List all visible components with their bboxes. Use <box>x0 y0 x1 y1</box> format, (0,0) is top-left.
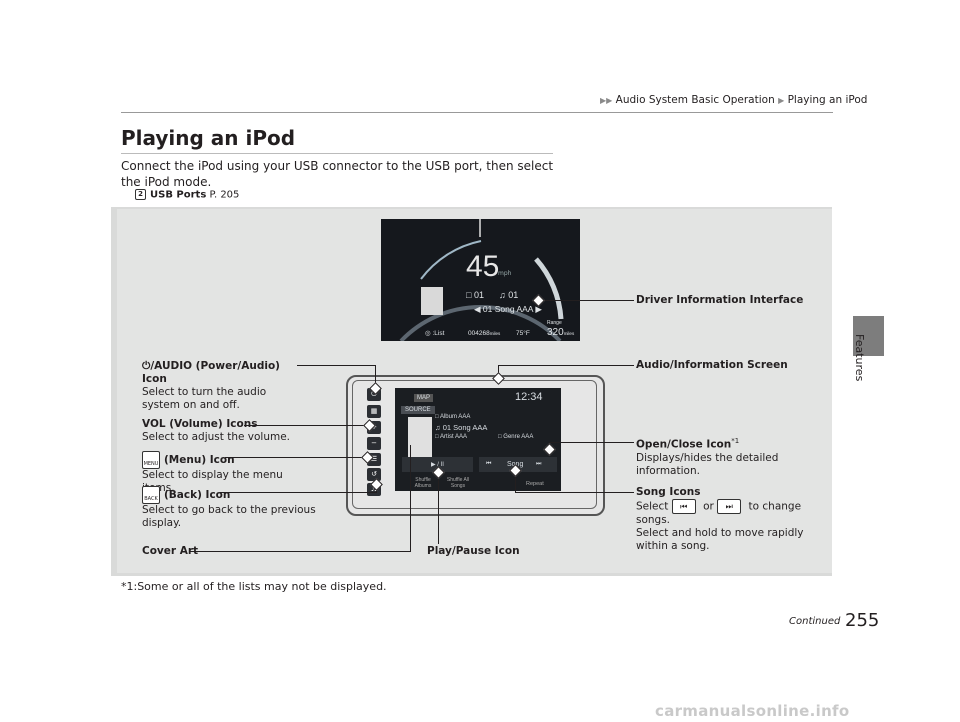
cross-reference[interactable]: 2 USB Ports P. 205 <box>135 189 239 201</box>
xref-label: USB Ports <box>150 189 207 201</box>
dii-callout: Driver Information Interface <box>636 294 804 306</box>
open-close-desc: Displays/hides the detailed information. <box>636 451 779 477</box>
header-rule <box>121 112 833 113</box>
audio-screen-callout: Audio/Information Screen <box>636 359 788 371</box>
page-number: 255 <box>845 610 880 631</box>
continued-label: Continued <box>789 616 841 627</box>
back-title: (Back) Icon <box>164 489 231 501</box>
menu-icon: MENU <box>142 451 160 469</box>
song-icons-title: Song Icons <box>636 486 701 498</box>
leader-openclose <box>549 442 634 443</box>
song-icons-desc2: Select and hold to move rapidly within a… <box>636 527 804 552</box>
page-title: Playing an iPod <box>121 126 296 150</box>
speedometer-arc <box>399 219 564 341</box>
dii-cover-art <box>421 287 443 315</box>
breadcrumb: ▶▶ Audio System Basic Operation ▶ Playin… <box>600 94 867 106</box>
skip-forward-icon[interactable]: ⏭ <box>536 461 542 467</box>
volume-title: VOL (Volume) Icons <box>142 418 258 430</box>
footnote: *1:Some or all of the lists may not be d… <box>121 580 387 593</box>
volume-callout: VOL (Volume) Icons Select to adjust the … <box>142 418 307 444</box>
leader-screen <box>498 365 634 366</box>
head-unit-inner <box>352 380 597 509</box>
skip-back-icon[interactable]: ⏮ <box>486 461 492 467</box>
leader-back <box>220 492 376 493</box>
leader-menu <box>225 457 367 458</box>
dii-folder: □ 01 <box>466 290 484 300</box>
play-pause-callout: Play/Pause Icon <box>427 545 520 557</box>
album-name: □ Album AAA <box>435 414 471 420</box>
leader-play <box>438 472 439 544</box>
leader-dii <box>544 300 634 301</box>
leader-vol <box>244 425 368 426</box>
xref-page: P. 205 <box>209 189 240 201</box>
skip-forward-icon-ref: ⏭ <box>717 499 742 514</box>
genre-name: □ Genre AAA <box>498 434 534 440</box>
back-callout: BACK (Back) Icon Select to go back to the… <box>142 486 317 530</box>
dii-range-label: Range <box>547 320 562 326</box>
title-rule <box>121 153 553 154</box>
dii-odometer: 004268miles <box>468 330 501 337</box>
breadcrumb-part-2[interactable]: Playing an iPod <box>787 94 868 106</box>
clock: 12:34 <box>515 391 543 403</box>
shuffle-albums-button[interactable]: Shuffle Albums <box>414 477 432 489</box>
open-close-footnote-mark: *1 <box>731 437 740 445</box>
dii-range: 320miles <box>547 327 575 338</box>
speed-unit: mph <box>498 270 512 277</box>
play-pause-label: ▶ / II <box>431 462 444 468</box>
skip-back-icon-ref: ⏮ <box>671 499 696 514</box>
speed-value: 45 <box>466 250 500 283</box>
song-icons-desc1: to change songs. <box>636 500 802 527</box>
map-tab[interactable]: MAP <box>414 394 434 402</box>
breadcrumb-arrow-icon: ▶▶ <box>600 96 613 105</box>
driver-information-display <box>381 219 580 341</box>
leader-power-v <box>375 365 376 387</box>
volume-down-button[interactable]: − <box>367 437 381 450</box>
artist-name: □ Artist AAA <box>435 434 467 440</box>
back-desc: Select to go back to the previous displa… <box>142 504 316 529</box>
repeat-button[interactable]: Repeat <box>526 481 544 487</box>
dii-temp: 75°F <box>516 330 530 337</box>
leader-song-v <box>515 470 516 492</box>
source-tab[interactable]: SOURCE <box>401 406 435 414</box>
shuffle-all-button[interactable]: Shuffle All Songs <box>446 477 470 489</box>
song-icons-or: or <box>703 500 714 513</box>
leader-cover-v <box>410 445 411 552</box>
song-name: ♫ 01 Song AAA <box>435 423 488 432</box>
open-close-callout: Open/Close Icon*1 Displays/hides the det… <box>636 435 816 478</box>
chapter-tab-label: Features <box>853 334 866 382</box>
chapter-tab[interactable] <box>853 316 884 356</box>
dii-song: ◀ 01 Song AAA ▶ <box>474 304 542 314</box>
leader-song <box>515 492 634 493</box>
leader-screen-v <box>498 365 499 377</box>
home-button[interactable]: ▦ <box>367 405 381 418</box>
leader-cover <box>190 551 410 552</box>
menu-title: (Menu) Icon <box>164 454 235 466</box>
cover-art-callout: Cover Art <box>142 545 199 557</box>
leader-power <box>297 365 375 366</box>
breadcrumb-separator-icon: ▶ <box>778 96 785 105</box>
breadcrumb-part-1[interactable]: Audio System Basic Operation <box>615 94 775 106</box>
dii-track: ♫ 01 <box>499 290 519 300</box>
power-icon: ⏻ <box>142 360 151 372</box>
power-audio-desc: Select to turn the audio system on and o… <box>142 386 267 411</box>
song-icons-callout: Song Icons Select ⏮ or ⏭ to change songs… <box>636 486 836 553</box>
volume-desc: Select to adjust the volume. <box>142 431 291 443</box>
watermark: carmanualsonline.info <box>655 702 850 720</box>
xref-marker-icon: 2 <box>135 189 146 200</box>
play-pause-button[interactable] <box>402 457 473 472</box>
song-skip-bar <box>479 457 557 472</box>
power-audio-title: /AUDIO (Power/Audio) Icon <box>142 360 280 385</box>
open-close-title: Open/Close Icon <box>636 438 732 451</box>
song-icons-select: Select <box>636 500 669 513</box>
back-icon: BACK <box>142 486 160 504</box>
dii-list: ◎ :List <box>425 330 445 337</box>
back-button[interactable]: ↺ <box>367 468 381 481</box>
power-audio-callout: ⏻/AUDIO (Power/Audio) Icon Select to tur… <box>142 360 307 412</box>
intro-text: Connect the iPod using your USB connecto… <box>121 159 554 189</box>
cover-art <box>408 417 432 459</box>
